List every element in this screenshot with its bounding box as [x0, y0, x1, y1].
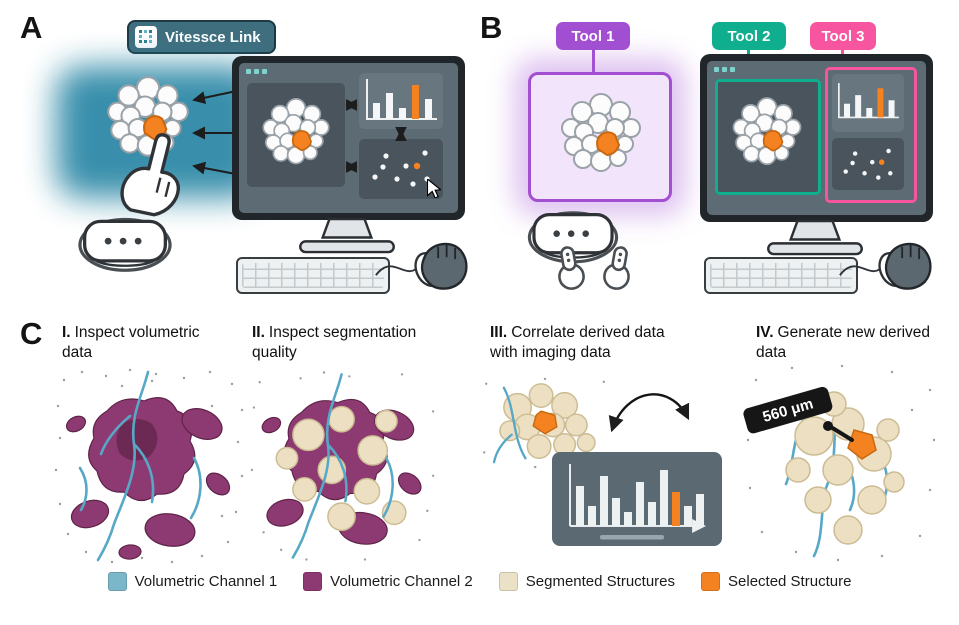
render-new-derived-data: 560 μm: [743, 364, 936, 562]
channel2-label: Volumetric Channel 2: [330, 573, 473, 590]
vitessce-link-badge: Vitessce Link: [127, 20, 276, 54]
measurement-endpoint-dot: [823, 421, 833, 431]
render-derived-cluster: [483, 377, 607, 469]
step-2-text: Inspect segmentation quality: [252, 324, 417, 362]
vitessce-link-label: Vitessce Link: [165, 28, 261, 46]
selected-label: Selected Structure: [728, 573, 852, 590]
window-controls-icon-b: [714, 67, 735, 72]
histogram-icon: [569, 464, 707, 540]
vr-controllers: [553, 244, 635, 292]
mouse-hand-a: [374, 242, 468, 292]
barchart-icon-b: [837, 82, 900, 119]
tool2-badge: Tool 2: [712, 22, 786, 50]
step-1-numeral: I.: [62, 324, 71, 341]
segmented-label: Segmented Structures: [525, 573, 676, 590]
mouse-hand-b: [838, 242, 932, 292]
monitor-b-screen: [707, 61, 926, 215]
monitor-b: [700, 54, 933, 222]
legend: Volumetric Channel 1 Volumetric Channel …: [0, 572, 959, 591]
channel1-swatch: [107, 572, 127, 591]
channel1-label: Volumetric Channel 1: [134, 573, 278, 590]
view-link-arrows: [345, 99, 407, 173]
tool3-view-panel: [825, 67, 917, 203]
scatter-icon-b: [843, 148, 893, 180]
legend-item-channel2: Volumetric Channel 2: [303, 572, 473, 591]
render-volumetric-data: [54, 368, 244, 564]
volume-view-panel: [247, 83, 345, 187]
step-4-numeral: IV.: [756, 324, 774, 341]
correlation-arrow: [608, 393, 690, 433]
panel-b-label: B: [480, 10, 503, 45]
legend-item-segmented: Segmented Structures: [498, 572, 676, 591]
cell-cluster-view-b: [732, 97, 802, 166]
step-4-title: IV.Generate new derived data: [756, 323, 931, 363]
barchart-panel: [359, 73, 443, 129]
step-1-text: Inspect volumetric data: [62, 324, 200, 362]
segmented-swatch: [498, 572, 518, 591]
step-2-numeral: II.: [252, 324, 265, 341]
tool2-view-panel: [715, 79, 821, 195]
panel-a-label: A: [20, 10, 43, 45]
tool1-badge: Tool 1: [556, 22, 630, 50]
step-4-text: Generate new derived data: [756, 324, 931, 362]
step-3-title: III.Correlate derived data with imaging …: [490, 323, 695, 363]
vr-headset-a: [78, 217, 172, 272]
tool3-badge: Tool 3: [810, 22, 876, 50]
scatter-panel-b: [832, 138, 904, 190]
tool1-vr-viewport: [528, 72, 672, 202]
vr-cell-cluster-b: [561, 93, 641, 172]
cursor-icon: [427, 179, 441, 198]
legend-item-selected: Selected Structure: [701, 572, 851, 591]
step-2-title: II.Inspect segmentation quality: [252, 323, 437, 363]
vitessce-logo-icon: [135, 26, 157, 48]
legend-item-channel1: Volumetric Channel 1: [107, 572, 278, 591]
histogram-panel: [552, 452, 722, 546]
monitor-a-screen: [239, 63, 458, 213]
panel-c-label: C: [20, 316, 43, 351]
measurement-tag: 560 μm: [743, 386, 833, 434]
step-1-title: I.Inspect volumetric data: [62, 323, 232, 363]
selected-swatch: [701, 572, 721, 591]
keyboard-b: [704, 257, 858, 294]
barchart-panel-b: [832, 74, 904, 132]
monitor-a: [232, 56, 465, 220]
step-3-text: Correlate derived data with imaging data: [490, 324, 665, 362]
tool1-connector: [592, 50, 595, 74]
keyboard-a: [236, 257, 390, 294]
step-3-numeral: III.: [490, 324, 508, 341]
channel2-swatch: [303, 572, 323, 591]
render-segmentation-quality: [250, 371, 435, 561]
